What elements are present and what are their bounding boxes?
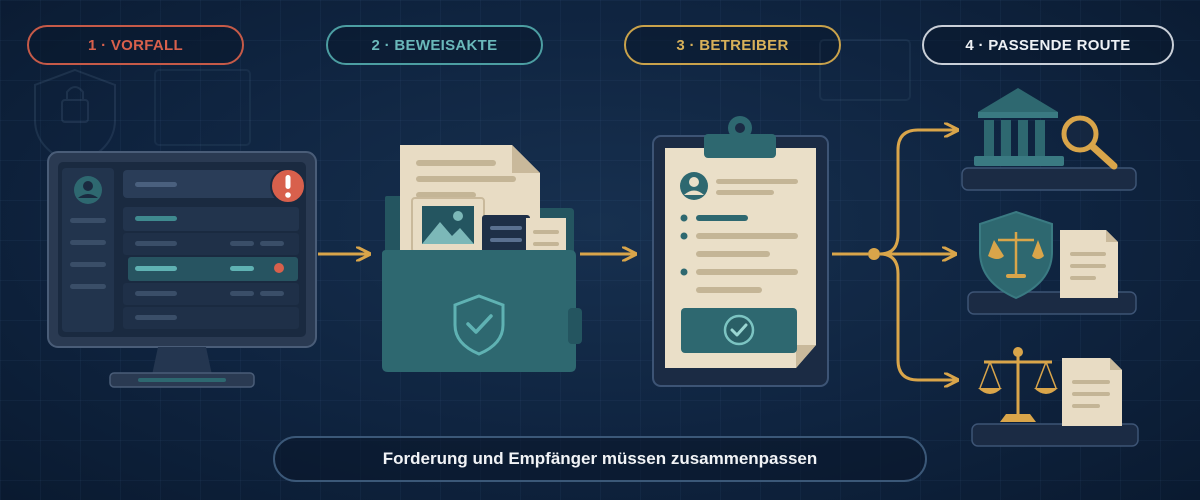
evidence-folder-icon <box>382 145 582 372</box>
courthouse-search-icon <box>961 88 1137 191</box>
step-4-label: 4 · PASSENDE ROUTE <box>922 25 1174 65</box>
background-panel <box>154 69 251 146</box>
background-panel <box>819 39 911 101</box>
step-2-label: 2 · BEWEISAKTE <box>326 25 543 65</box>
step-1-label: 1 · VORFALL <box>27 25 244 65</box>
route-branch-connector <box>832 130 956 380</box>
monitor-alert-icon <box>47 151 317 388</box>
background-lock-shield-icon <box>34 68 116 167</box>
clipboard-form-icon <box>652 116 829 387</box>
caption-banner: Forderung und Empfänger müssen zusammenp… <box>273 436 927 482</box>
step-3-label: 3 · BETREIBER <box>624 25 841 65</box>
scales-document-icon <box>971 347 1139 447</box>
shield-scales-icon <box>967 210 1137 315</box>
